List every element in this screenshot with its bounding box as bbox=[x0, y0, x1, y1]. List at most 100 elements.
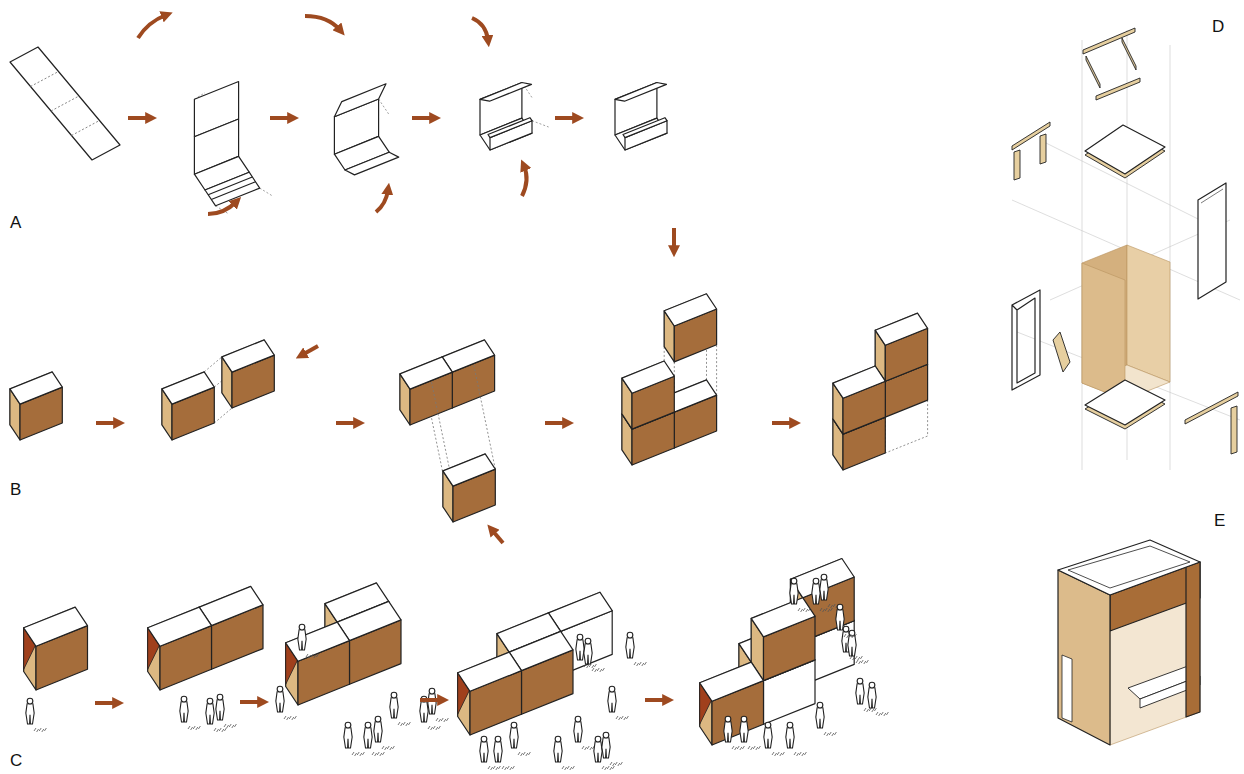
person-head bbox=[787, 722, 793, 728]
person-figure bbox=[216, 694, 237, 728]
person-body bbox=[420, 702, 428, 722]
step-arrow bbox=[240, 700, 262, 704]
step-arrow bbox=[420, 698, 442, 702]
panel-letter: C bbox=[10, 752, 22, 769]
person-body bbox=[480, 742, 488, 762]
person-body bbox=[206, 704, 214, 724]
cube-top-face bbox=[458, 652, 522, 691]
step-arrow bbox=[412, 116, 434, 120]
person-shadow bbox=[398, 722, 410, 726]
person-shadow bbox=[592, 668, 604, 672]
folded-panel bbox=[205, 172, 260, 206]
person-body bbox=[216, 700, 224, 720]
person-shadow bbox=[352, 752, 364, 756]
person-body bbox=[574, 722, 582, 742]
box-wall bbox=[1127, 245, 1170, 382]
cube-module bbox=[162, 372, 214, 440]
cube-module bbox=[458, 652, 522, 735]
person-shadow bbox=[428, 726, 440, 730]
person-body bbox=[594, 742, 602, 762]
step-line bbox=[208, 177, 252, 195]
person-figure bbox=[26, 698, 47, 732]
cube-top-face bbox=[875, 313, 927, 345]
folded-panel bbox=[488, 118, 532, 138]
person-shadow bbox=[732, 746, 744, 750]
cube-module bbox=[751, 598, 815, 681]
person-head bbox=[345, 722, 351, 728]
person-head bbox=[791, 578, 797, 584]
person-figure bbox=[786, 722, 807, 756]
person-shadow bbox=[634, 662, 646, 666]
step-arrow bbox=[492, 530, 503, 543]
cube-top-face bbox=[286, 622, 350, 661]
person-body bbox=[494, 742, 502, 762]
person-head bbox=[217, 694, 223, 700]
panel-c bbox=[24, 559, 889, 771]
person-figure bbox=[584, 638, 605, 672]
person-figure bbox=[180, 696, 201, 730]
person-body bbox=[298, 630, 306, 650]
person-head bbox=[627, 632, 633, 638]
bench-piece bbox=[1053, 332, 1070, 372]
person-body bbox=[344, 728, 352, 748]
person-figure bbox=[626, 632, 647, 666]
cube-top-face bbox=[509, 631, 573, 670]
step-arrow bbox=[302, 346, 318, 355]
roof-rim bbox=[1068, 546, 1190, 588]
person-body bbox=[576, 640, 584, 660]
timber-rail bbox=[1122, 38, 1136, 70]
person-body bbox=[812, 584, 820, 604]
person-head bbox=[837, 604, 843, 610]
cube-module bbox=[10, 372, 62, 440]
person-figure bbox=[276, 686, 297, 720]
box-wall bbox=[1082, 263, 1125, 400]
person-shadow bbox=[844, 634, 856, 638]
person-shadow bbox=[188, 726, 200, 730]
person-figure bbox=[856, 678, 877, 712]
person-body bbox=[554, 742, 562, 762]
fold-arrow bbox=[138, 15, 166, 38]
person-head bbox=[181, 696, 187, 702]
folded-panel bbox=[345, 152, 399, 175]
person-figure bbox=[428, 688, 449, 722]
person-figure bbox=[206, 698, 227, 732]
cube-top-face bbox=[622, 361, 674, 393]
person-figure bbox=[812, 578, 833, 612]
person-shadow bbox=[562, 766, 574, 770]
fold-line bbox=[72, 121, 100, 136]
person-shadow bbox=[34, 728, 46, 732]
fold-arrow bbox=[472, 18, 488, 40]
person-head bbox=[857, 678, 863, 684]
person-shadow bbox=[876, 712, 888, 716]
person-shadow bbox=[820, 608, 832, 612]
person-body bbox=[26, 704, 34, 724]
person-body bbox=[374, 722, 382, 742]
cube-module bbox=[443, 454, 495, 522]
fold-arrow bbox=[305, 16, 340, 30]
person-body bbox=[724, 722, 732, 742]
cube-top-face bbox=[10, 372, 62, 404]
cube-top-face bbox=[199, 586, 263, 625]
cube-top-face bbox=[833, 366, 885, 398]
step-arrow bbox=[545, 421, 567, 425]
person-shadow bbox=[518, 752, 530, 756]
person-shadow bbox=[224, 724, 236, 728]
person-shadow bbox=[864, 708, 876, 712]
person-shadow bbox=[436, 718, 448, 722]
person-body bbox=[868, 688, 876, 708]
step-arrow bbox=[555, 116, 577, 120]
person-head bbox=[741, 716, 747, 722]
step-arrow bbox=[672, 228, 676, 250]
person-figure bbox=[868, 682, 889, 716]
panel-edge bbox=[1201, 189, 1223, 203]
person-shadow bbox=[798, 608, 810, 612]
person-shadow bbox=[582, 746, 594, 750]
person-shadow bbox=[502, 766, 514, 770]
person-body bbox=[626, 638, 634, 658]
fold-arrow bbox=[208, 202, 236, 214]
timber-rail bbox=[1185, 392, 1238, 424]
floor-panel bbox=[1085, 380, 1165, 425]
ghost-line bbox=[214, 408, 232, 423]
person-body bbox=[764, 728, 772, 748]
